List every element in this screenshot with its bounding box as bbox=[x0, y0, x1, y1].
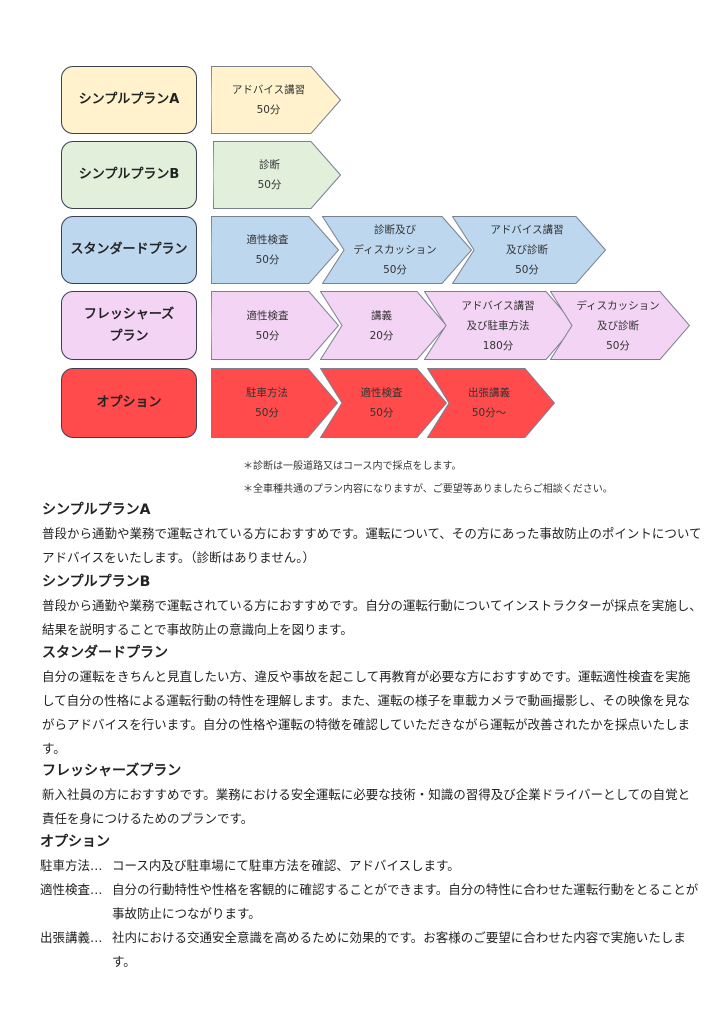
step-text: 診断及び bbox=[374, 224, 416, 236]
option-key: 駐車方法… bbox=[40, 858, 103, 873]
step-text: 適性検査 bbox=[246, 309, 289, 322]
step-arrow: 適性検査 50分 bbox=[211, 216, 339, 284]
arrow-shape bbox=[452, 216, 606, 284]
step-arrow: アドバイス講習 50分 bbox=[211, 66, 341, 134]
step-text: 20分 bbox=[369, 329, 394, 342]
step-text: 及び駐車方法 bbox=[466, 319, 530, 332]
section-body: 普段から通勤や業務で運転されている方におすすめです。運転について、その方にあった… bbox=[42, 526, 702, 565]
section-title: オプション bbox=[40, 834, 110, 850]
step-arrow: 診断及びディスカッション 50分 bbox=[322, 216, 472, 284]
step-arrow: 適性検査 50分 bbox=[320, 368, 447, 438]
step-text: 出張講義 bbox=[468, 387, 510, 399]
arrow-shape bbox=[211, 291, 339, 360]
step-text: 及び診断 bbox=[597, 319, 639, 332]
step-text: 50分 bbox=[606, 339, 630, 352]
step-text: 50分 bbox=[515, 264, 539, 276]
section-options: オプション 駐車方法…コース内及び駐車場にて駐車方法を確認、アドバイスします。 … bbox=[40, 830, 700, 974]
option-key: 適性検査… bbox=[40, 882, 103, 897]
arrow-shape bbox=[424, 291, 576, 360]
plan-label: シンプルプランB bbox=[61, 141, 197, 209]
step-text: 50分 bbox=[255, 254, 280, 266]
step-text: 50分 bbox=[369, 407, 394, 419]
step-arrow: ディスカッション及び診断 50分 bbox=[550, 291, 690, 360]
option-value: 社内における交通安全意識を高めるために効果的です。お客様のご要望に合わせた内容で… bbox=[112, 930, 686, 969]
section-title: スタンダードプラン bbox=[42, 645, 168, 661]
note-2: ＊全車種共通のプラン内容になりますが、ご要望等ありましたらご相談ください。 bbox=[243, 484, 613, 495]
section-simple-a: シンプルプランA 普段から通勤や業務で運転されている方におすすめです。運転につい… bbox=[42, 498, 702, 570]
step-arrow: 駐車方法 50分 bbox=[211, 368, 338, 438]
plan-label: シンプルプランA bbox=[61, 66, 197, 134]
step-arrow: 出張講義 50分～ bbox=[427, 368, 555, 438]
option-value: コース内及び駐車場にて駐車方法を確認、アドバイスします。 bbox=[112, 858, 460, 873]
section-freshers: フレッシャーズプラン 新入社員の方におすすめです。業務における安全運転に必要な技… bbox=[42, 759, 702, 831]
step-text: ディスカッション bbox=[576, 299, 660, 312]
section-title: フレッシャーズプラン bbox=[42, 763, 182, 779]
note-1: ＊診断は一般道路又はコース内で採点をします。 bbox=[243, 461, 462, 472]
option-item: 適性検査… 自分の行動特性や性格を客観的に確認することができます。自分の特性に合わ… bbox=[40, 878, 700, 926]
step-text: アドバイス講習 bbox=[490, 224, 564, 236]
step-arrow: アドバイス講習及び駐車方法 180分 bbox=[424, 291, 576, 360]
step-text: 適性検査 bbox=[360, 387, 403, 399]
plan-label: オプション bbox=[61, 368, 197, 438]
step-text: 講義 bbox=[371, 309, 392, 322]
arrow-shape bbox=[322, 216, 472, 284]
section-title: シンプルプランB bbox=[42, 574, 151, 590]
step-arrow: 診断 50分 bbox=[213, 141, 341, 209]
step-text: アドバイス講習 bbox=[461, 299, 535, 312]
step-text: 50分 bbox=[256, 104, 281, 116]
step-text: 適性検査 bbox=[246, 234, 289, 246]
step-text: 180分 bbox=[482, 339, 514, 352]
option-value: 自分の行動特性や性格を客観的に確認することができます。自分の特性に合わせた運転行… bbox=[112, 882, 699, 921]
step-text: 50分 bbox=[257, 179, 282, 191]
plan-label: フレッシャーズ プラン bbox=[61, 291, 197, 360]
step-arrow: 講義 20分 bbox=[320, 291, 447, 360]
section-body: 新入社員の方におすすめです。業務における安全運転に必要な技術・知識の習得及び企業… bbox=[42, 787, 691, 826]
arrow-shape bbox=[550, 291, 690, 360]
step-text: 及び診断 bbox=[506, 244, 548, 256]
arrow-shape bbox=[320, 291, 447, 360]
step-text: 50分 bbox=[255, 329, 280, 342]
step-text: ディスカッション bbox=[353, 244, 437, 256]
step-arrow: アドバイス講習及び診断 50分 bbox=[452, 216, 606, 284]
step-text: 50分 bbox=[255, 407, 279, 419]
option-key: 出張講義… bbox=[40, 930, 103, 945]
section-simple-b: シンプルプランB 普段から通勤や業務で運転されている方におすすめです。自分の運転… bbox=[42, 570, 702, 642]
section-standard: スタンダードプラン 自分の運転をきちんと見直したい方、違反や事故を起こして再教育… bbox=[42, 641, 702, 761]
step-text: アドバイス講習 bbox=[231, 84, 306, 96]
step-text: 50分 bbox=[383, 264, 407, 276]
arrow-shape bbox=[211, 368, 338, 438]
arrow-shape bbox=[211, 216, 339, 284]
section-body: 自分の運転をきちんと見直したい方、違反や事故を起こして再教育が必要な方におすすめ… bbox=[42, 669, 691, 756]
step-arrow: 適性検査 50分 bbox=[211, 291, 339, 360]
option-item: 出張講義… 社内における交通安全意識を高めるために効果的です。お客様のご要望に合わ… bbox=[40, 926, 700, 974]
step-text: 駐車方法 bbox=[246, 387, 288, 399]
step-text: 50分～ bbox=[471, 407, 507, 419]
arrow-shape bbox=[211, 66, 341, 134]
arrow-shape bbox=[320, 368, 447, 438]
plan-label: スタンダードプラン bbox=[61, 216, 197, 284]
step-text: 診断 bbox=[259, 159, 280, 171]
section-body: 普段から通勤や業務で運転されている方におすすめです。自分の運転行動についてインス… bbox=[42, 598, 702, 637]
option-item: 駐車方法… コース内及び駐車場にて駐車方法を確認、アドバイスします。 bbox=[40, 854, 700, 878]
arrow-shape bbox=[427, 368, 555, 438]
section-title: シンプルプランA bbox=[42, 502, 151, 518]
arrow-shape bbox=[213, 141, 341, 209]
